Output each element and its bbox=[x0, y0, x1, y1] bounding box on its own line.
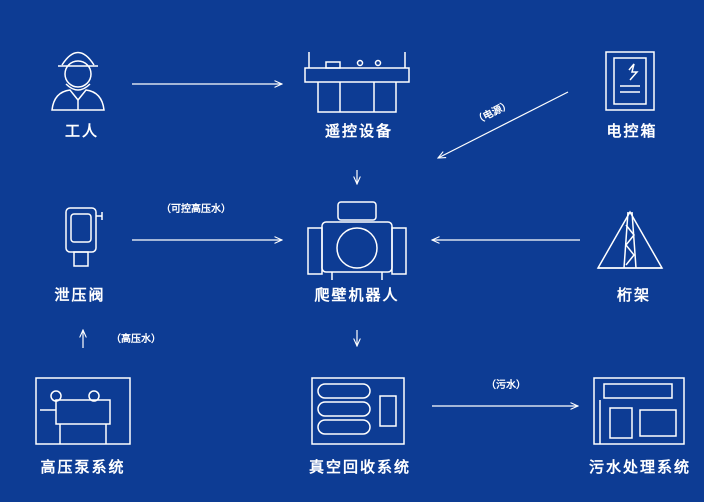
pump-icon bbox=[35, 377, 131, 445]
electric-box-icon bbox=[605, 51, 655, 111]
robot-icon bbox=[307, 201, 407, 280]
worker-icon bbox=[51, 51, 105, 111]
edge-label-hp-water: （高压水） bbox=[111, 334, 161, 345]
sewage-icon bbox=[593, 377, 685, 445]
remote-control-icon bbox=[304, 52, 410, 113]
relief-valve-icon bbox=[65, 207, 103, 267]
edge-label-ctrl-water: （可控高压水） bbox=[161, 204, 231, 215]
node-label-remote: 遥控设备 bbox=[324, 122, 394, 140]
node-label-worker: 工人 bbox=[64, 122, 100, 140]
node-label-truss: 桁架 bbox=[616, 286, 652, 304]
node-label-robot: 爬壁机器人 bbox=[314, 286, 400, 304]
vacuum-icon bbox=[311, 377, 405, 445]
node-label-valve: 泄压阀 bbox=[54, 286, 106, 304]
node-label-ebox: 电控箱 bbox=[606, 122, 658, 140]
node-label-vacuum: 真空回收系统 bbox=[308, 458, 412, 476]
node-label-sewage: 污水处理系统 bbox=[588, 458, 692, 476]
arrow-ebox-remote bbox=[438, 91, 569, 158]
truss-icon bbox=[596, 210, 664, 269]
node-label-pump: 高压泵系统 bbox=[40, 458, 126, 476]
edge-label-dirty-water: （污水） bbox=[486, 380, 526, 391]
